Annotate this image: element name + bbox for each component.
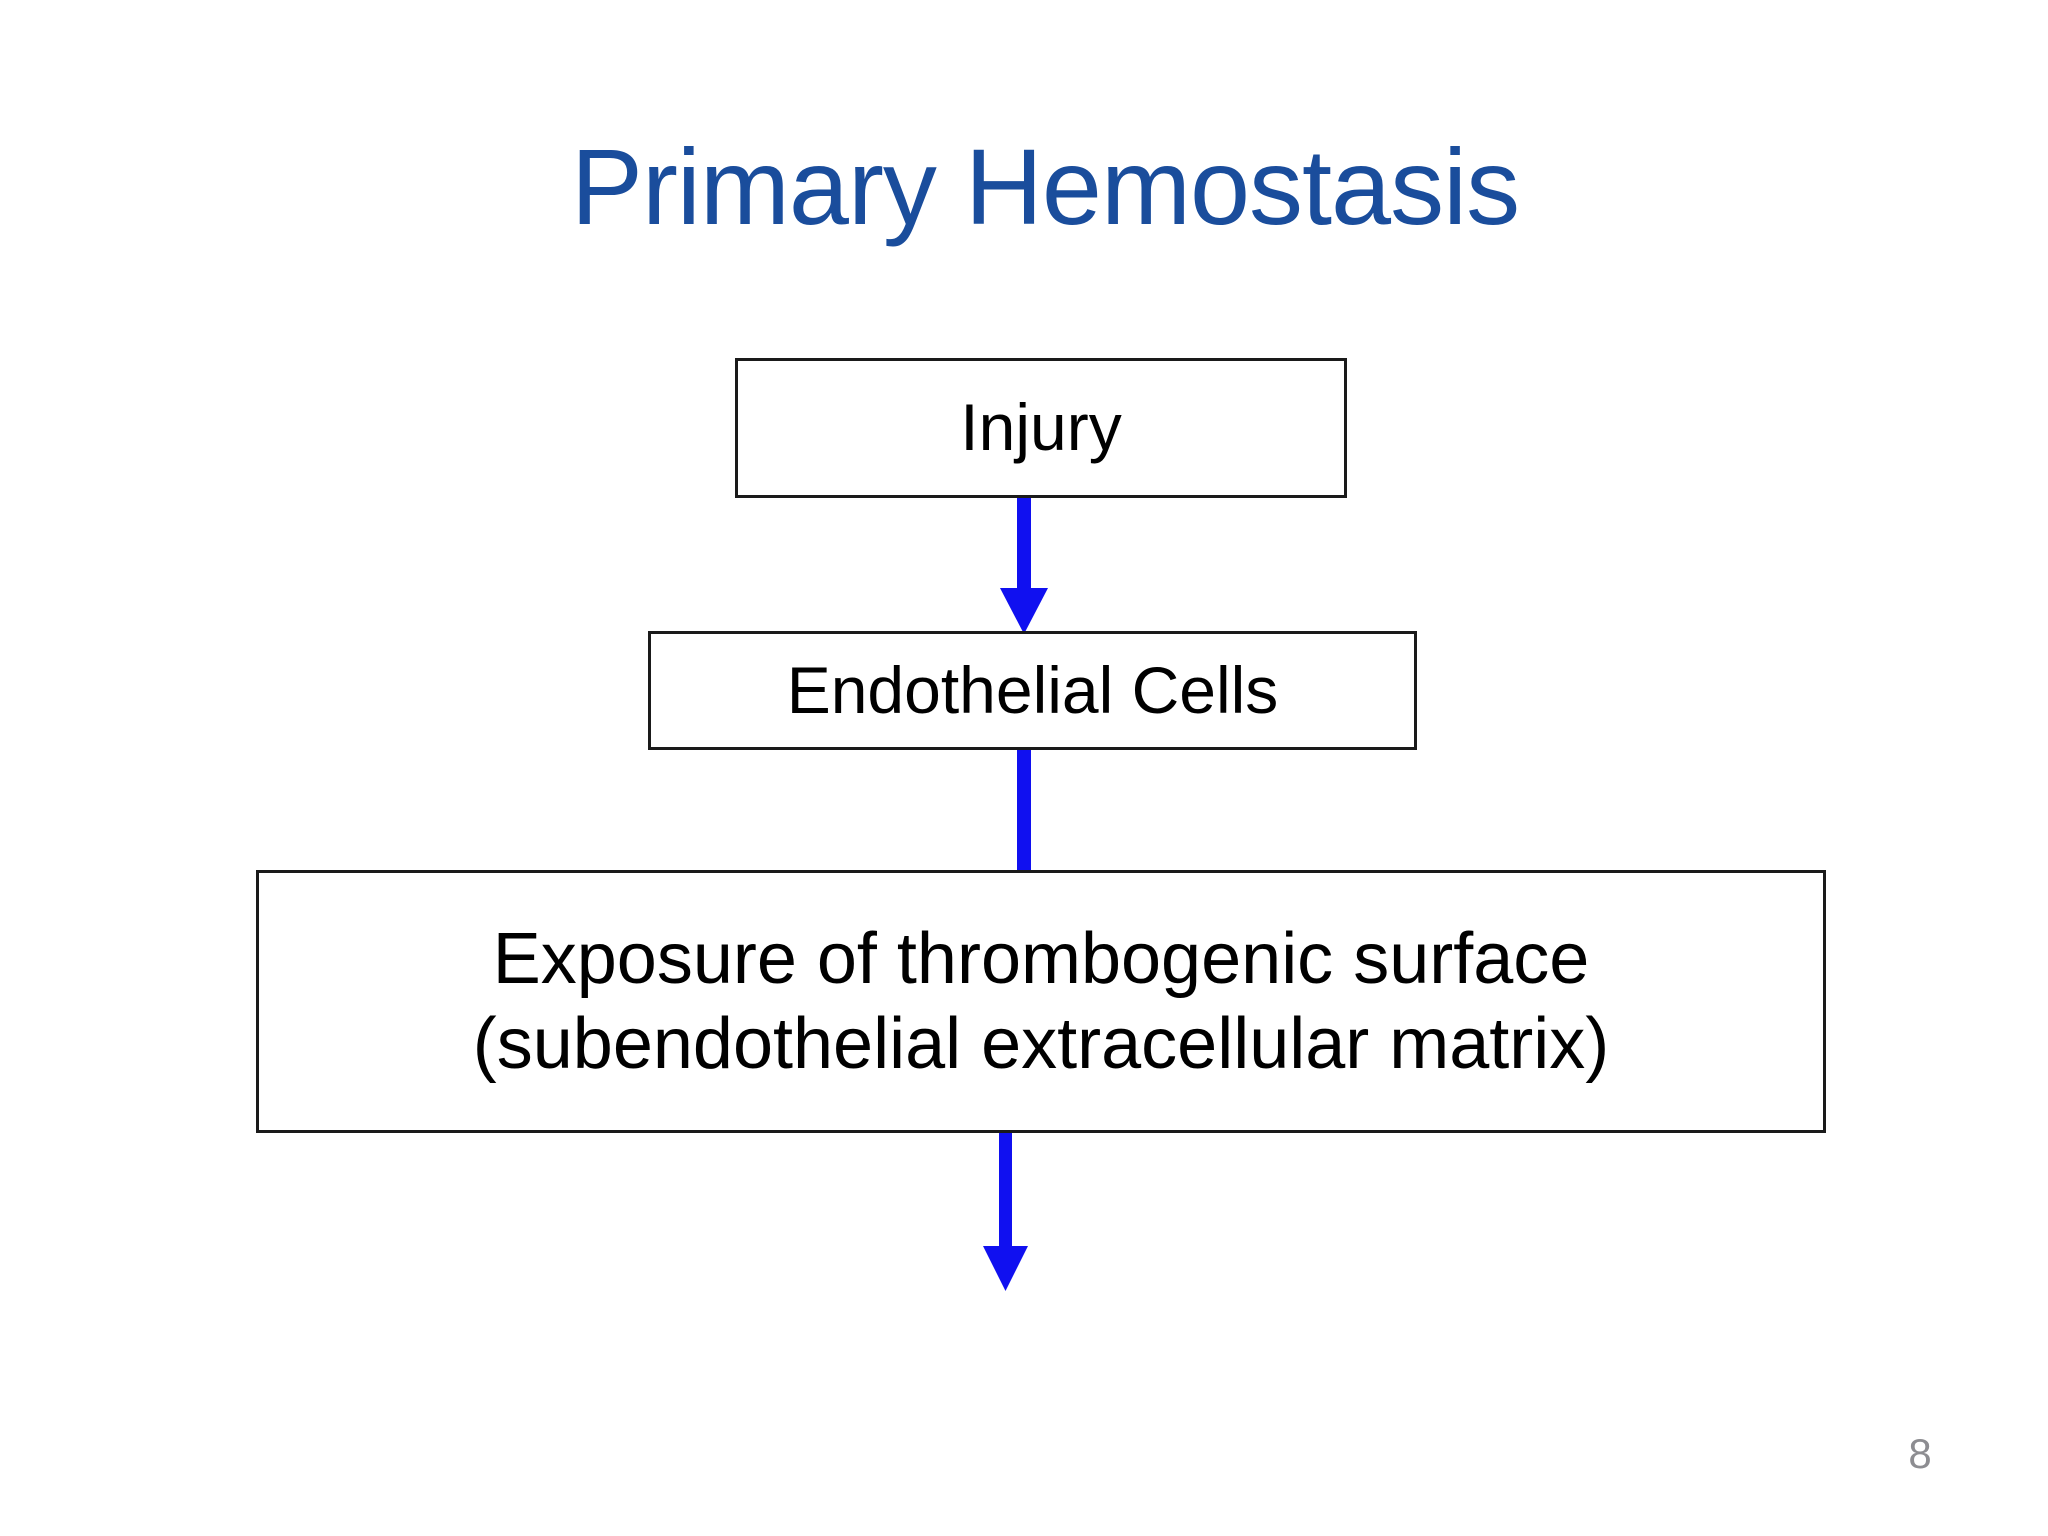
flow-node-exposure-label-line2: (subendothelial extracellular matrix) [472,1003,1610,1084]
arrow-down-icon-exposure-continues [966,1128,1046,1293]
page-title: Primary Hemostasis [0,126,2048,247]
flow-node-exposure[interactable]: Exposure of thrombogenic surface (subend… [256,870,1826,1133]
page-title-text: Primary Hemostasis [570,126,1520,247]
flow-node-injury-label: Injury [960,390,1122,465]
flow-node-endothelial-cells[interactable]: Endothelial Cells [648,631,1417,750]
page-number: 8 [1908,1430,1932,1477]
flow-node-exposure-label: Exposure of thrombogenic surface (subend… [473,917,1610,1087]
flow-node-endothelial-cells-label: Endothelial Cells [786,652,1279,727]
flow-node-injury[interactable]: Injury [735,358,1347,498]
flow-node-exposure-label-line1: Exposure of thrombogenic surface [492,918,1590,999]
arrow-down-icon-injury-to-endothelial [986,466,1062,636]
